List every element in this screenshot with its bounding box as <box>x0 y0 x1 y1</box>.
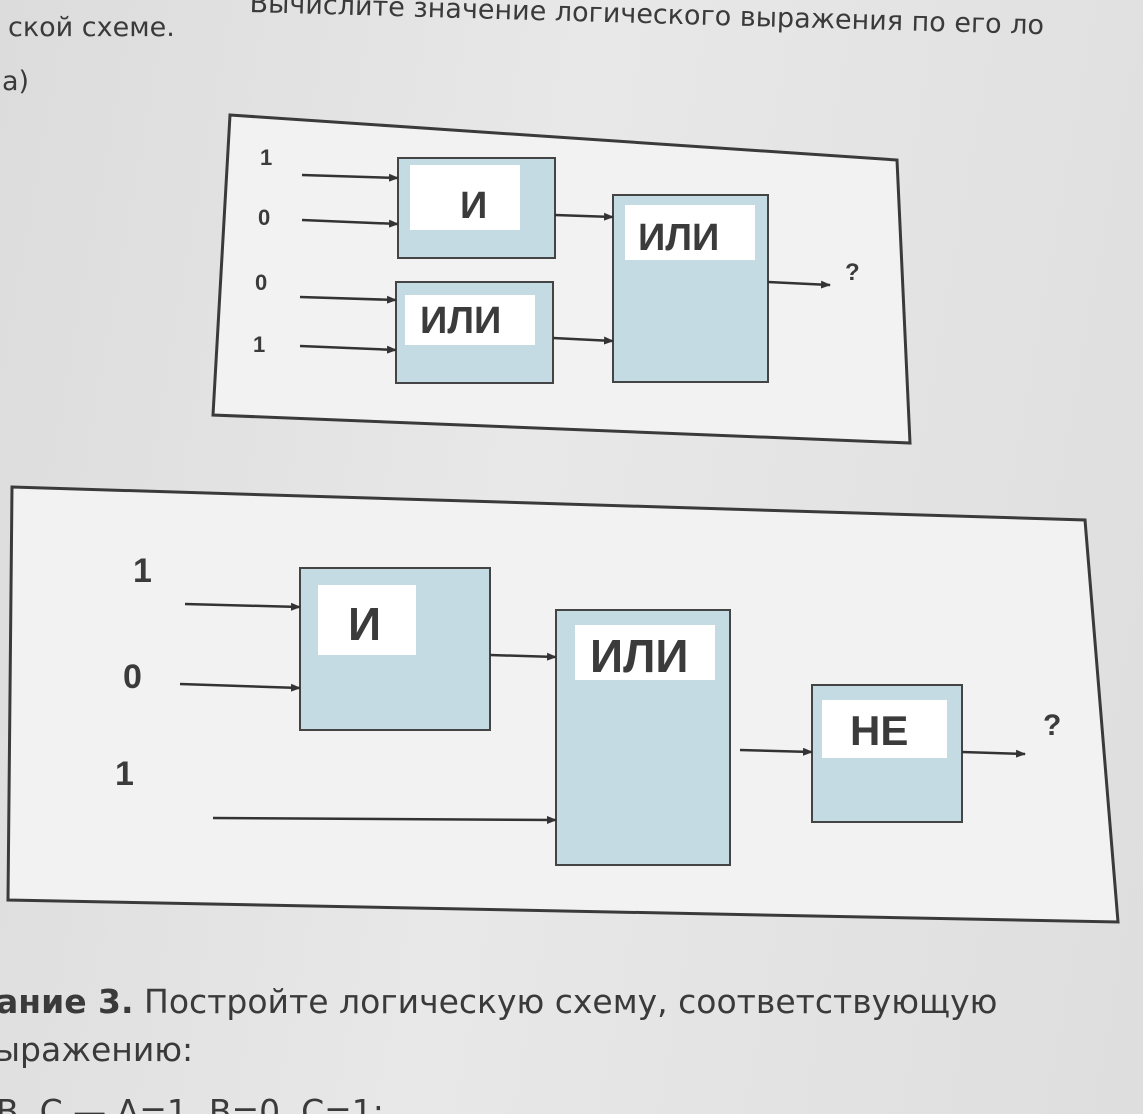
task3-heading: ание 3. Постройте логическую схему, соот… <box>0 982 997 1021</box>
wires-a <box>299 173 831 354</box>
output-a: ? <box>845 259 860 286</box>
task3-line2: ыражению: <box>0 1030 194 1069</box>
input-b-1: 1 <box>133 552 152 590</box>
diagram-b: 1 0 1 И ИЛИ НЕ ? <box>6 485 1120 924</box>
task3-text: Постройте логическую схему, соответствую… <box>133 982 998 1021</box>
diagram-a: 1 0 0 1 И ИЛИ ИЛИ ? <box>211 113 912 445</box>
or-gate-b-label: ИЛИ <box>590 630 688 682</box>
input-a-4: 1 <box>253 332 265 357</box>
task3-line3: B, C — A=1, B=0, C=1; <box>0 1092 384 1114</box>
input-a-2: 0 <box>258 205 270 230</box>
input-b-2: 0 <box>123 658 142 696</box>
output-b: ? <box>1043 709 1061 742</box>
and-gate-b-label: И <box>348 598 381 650</box>
task3-number: ание 3. <box>0 982 134 1021</box>
and-gate-a-label-bg <box>410 165 520 230</box>
part-label: а) <box>2 66 30 97</box>
not-gate-b-label: НЕ <box>850 707 908 754</box>
or-gate-a-small-label: ИЛИ <box>420 300 501 342</box>
wires-b <box>179 602 1026 824</box>
and-gate-a-label: И <box>460 185 487 227</box>
task-instruction-end: ской схеме. <box>8 12 175 43</box>
or-gate-a-big-label: ИЛИ <box>638 217 719 259</box>
input-b-3: 1 <box>115 755 134 793</box>
diagram-a-frame <box>211 113 912 445</box>
input-a-3: 0 <box>255 270 267 295</box>
input-a-1: 1 <box>260 145 272 170</box>
